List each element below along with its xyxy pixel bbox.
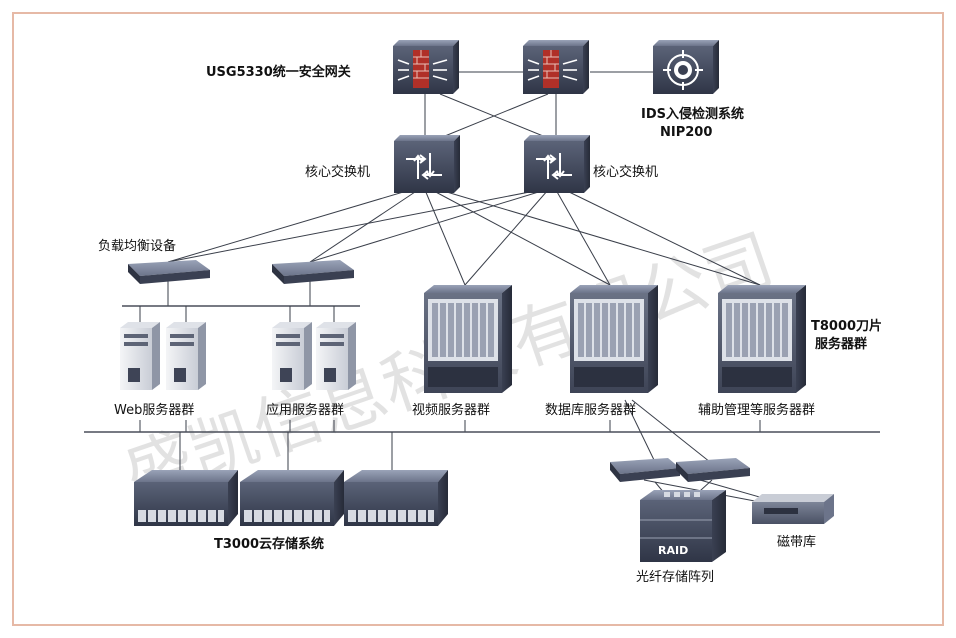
blade-chassis-database xyxy=(570,285,658,393)
web-server-group xyxy=(120,322,206,390)
raid-array: RAID xyxy=(640,490,726,562)
load-balancer-label: 负载均衡设备 xyxy=(98,238,176,254)
tape-library xyxy=(752,494,834,524)
ids-label-line2: NIP200 xyxy=(660,125,712,140)
tower-server xyxy=(120,322,160,390)
blade-chassis-auxiliary xyxy=(718,285,806,393)
blade-label-line1: T8000刀片 xyxy=(811,318,882,334)
app-server-group xyxy=(272,322,356,390)
blade-label-line2: 服务器群 xyxy=(815,336,867,352)
db-servers-label: 数据库服务器群 xyxy=(545,402,636,418)
storage-unit xyxy=(344,470,448,526)
core-switch-right-label: 核心交换机 xyxy=(593,164,658,180)
core-switch-left-label: 核心交换机 xyxy=(305,164,370,180)
storage-unit xyxy=(134,470,238,526)
core-switch-left xyxy=(394,135,460,193)
aux-servers-label: 辅助管理等服务器群 xyxy=(698,402,815,418)
load-balancer-left xyxy=(128,260,210,284)
web-servers-label: Web服务器群 xyxy=(114,402,194,418)
san-switch-left xyxy=(610,458,680,482)
tape-library-label: 磁带库 xyxy=(777,534,816,550)
app-servers-label: 应用服务器群 xyxy=(266,402,344,418)
cloud-storage-label: T3000云存储系统 xyxy=(214,536,324,552)
load-balancer-right xyxy=(272,260,354,284)
san-switch-right xyxy=(676,458,750,482)
blade-chassis-video xyxy=(424,285,512,393)
core-switch-right xyxy=(524,135,590,193)
raid-badge: RAID xyxy=(658,544,688,557)
tower-server xyxy=(316,322,356,390)
firewall-right xyxy=(523,40,589,94)
firewall-label: USG5330统一安全网关 xyxy=(206,64,351,80)
fiber-array-label: 光纤存储阵列 xyxy=(636,570,714,585)
tower-server xyxy=(272,322,312,390)
tower-server xyxy=(166,322,206,390)
diagram-border xyxy=(12,12,944,626)
video-servers-label: 视频服务器群 xyxy=(412,402,490,418)
connection-lines xyxy=(84,71,880,503)
storage-unit xyxy=(240,470,344,526)
ids-appliance xyxy=(653,40,719,94)
ids-label-line1: IDS入侵检测系统 xyxy=(641,106,744,122)
firewall-left xyxy=(393,40,459,94)
